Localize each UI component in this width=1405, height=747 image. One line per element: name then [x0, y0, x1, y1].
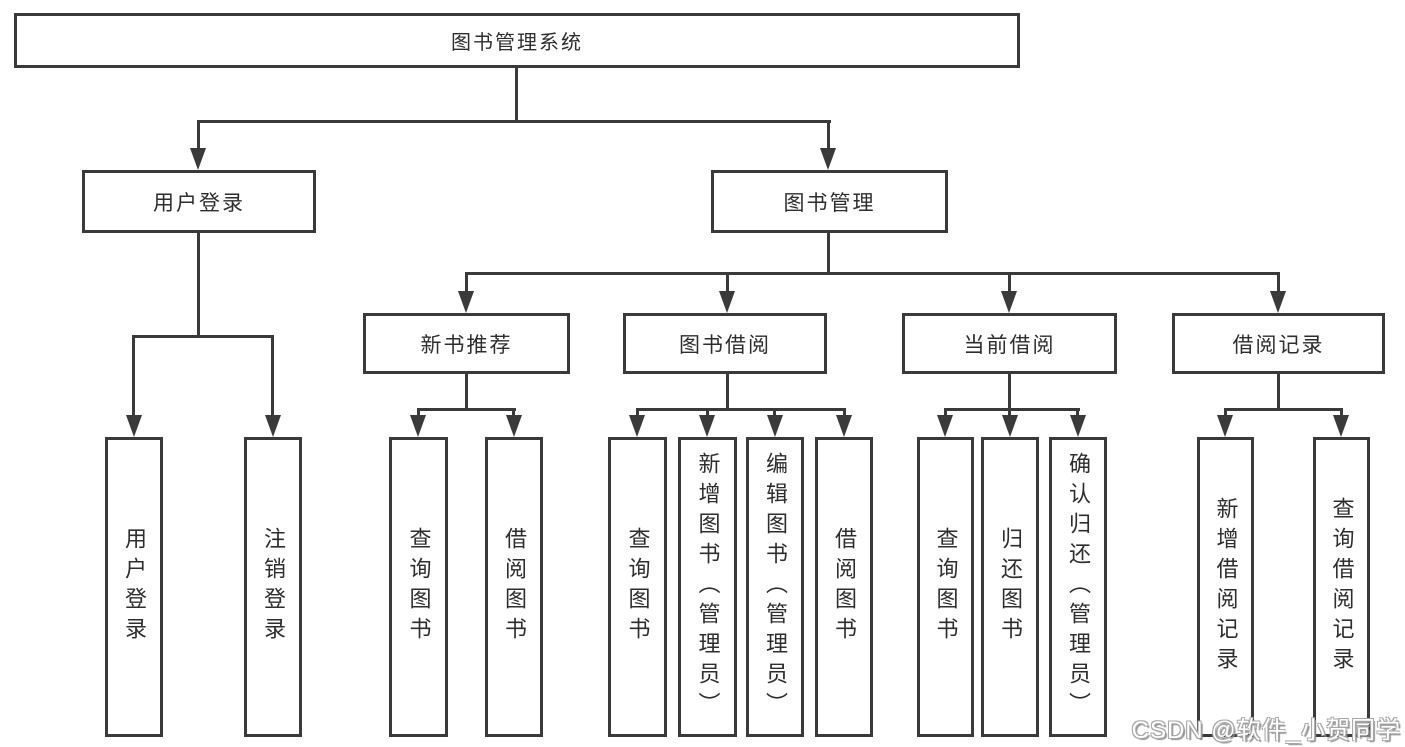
arrow-down-icon: [1270, 291, 1286, 313]
connector-drop-return-book: [1008, 408, 1011, 418]
arrow-down-icon: [410, 415, 426, 437]
connector-drop-query-book-1: [417, 408, 420, 418]
arrow-down-icon: [699, 415, 715, 437]
connector-current-borrow-rail: [944, 408, 1080, 411]
arrow-down-icon: [820, 148, 836, 170]
arrow-down-icon: [458, 291, 474, 313]
connector-drop-current-borrow: [1008, 272, 1011, 293]
arrow-down-icon: [1001, 291, 1017, 313]
node-user-login-label: 用户登录: [153, 191, 245, 215]
connector-user-login-stem: [197, 233, 200, 335]
node-borrow-record: 借阅记录: [1172, 313, 1385, 374]
connector-drop-borrow-book-1: [512, 408, 515, 418]
connector-drop-user-login: [197, 120, 200, 152]
leaf-query-book-2-label: 查询图书: [625, 527, 651, 647]
leaf-confirm-return-admin-label: 确认归还（管理员）: [1066, 452, 1091, 722]
leaf-return-book: 归还图书: [981, 437, 1039, 737]
leaf-user-login: 用户登录: [105, 437, 163, 737]
leaf-add-borrow-record-label: 新增借阅记录: [1213, 497, 1239, 677]
arrow-down-icon: [265, 415, 281, 437]
connector-drop-query-record: [1340, 408, 1343, 418]
node-borrow-record-label: 借阅记录: [1232, 333, 1325, 357]
arrow-down-icon: [190, 148, 206, 170]
leaf-query-borrow-record-label: 查询借阅记录: [1329, 497, 1355, 677]
node-book-management: 图书管理: [711, 170, 948, 233]
connector-borrow-record-rail: [1224, 408, 1343, 411]
leaf-query-book-1: 查询图书: [389, 437, 448, 737]
connector-drop-confirm-return: [1076, 408, 1079, 418]
leaf-query-book-3: 查询图书: [917, 437, 974, 737]
connector-drop-book-management: [827, 120, 830, 152]
node-root: 图书管理系统: [14, 13, 1020, 68]
connector-drop-book-borrow: [726, 272, 729, 293]
arrow-down-icon: [767, 415, 783, 437]
arrow-down-icon: [629, 415, 645, 437]
node-current-borrow-label: 当前借阅: [963, 333, 1056, 357]
leaf-query-book-1-label: 查询图书: [406, 527, 432, 647]
node-book-borrow: 图书借阅: [623, 313, 827, 374]
arrow-down-icon: [1333, 415, 1349, 437]
connector-drop-add-book: [706, 408, 709, 418]
connector-book-management-rail: [465, 272, 1280, 275]
leaf-add-book-admin: 新增图书（管理员）: [678, 437, 737, 737]
connector-root-rail: [197, 120, 831, 123]
arrow-down-icon: [719, 291, 735, 313]
connector-book-borrow-stem: [726, 374, 729, 408]
leaf-edit-book-admin-label: 编辑图书（管理员）: [763, 452, 788, 722]
connector-drop-add-record: [1224, 408, 1227, 418]
node-new-book-recommend-label: 新书推荐: [420, 333, 513, 357]
connector-book-borrow-rail: [636, 408, 846, 411]
leaf-logout: 注销登录: [244, 437, 302, 737]
connector-root-stem: [515, 68, 518, 120]
leaf-borrow-book-2: 借阅图书: [815, 437, 873, 737]
connector-drop-query-book-2: [636, 408, 639, 418]
node-book-borrow-label: 图书借阅: [679, 333, 771, 357]
node-new-book-recommend: 新书推荐: [363, 313, 570, 374]
connector-drop-edit-book: [773, 408, 776, 418]
connector-user-login-rail: [132, 335, 274, 338]
leaf-query-borrow-record: 查询借阅记录: [1313, 437, 1370, 737]
node-current-borrow: 当前借阅: [902, 313, 1117, 374]
leaf-return-book-label: 归还图书: [998, 527, 1023, 647]
connector-new-book-stem: [465, 374, 468, 408]
connector-drop-new-book-recommend: [465, 272, 468, 293]
arrow-down-icon: [506, 415, 522, 437]
connector-current-borrow-stem: [1008, 374, 1011, 408]
arrow-down-icon: [836, 415, 852, 437]
leaf-edit-book-admin: 编辑图书（管理员）: [746, 437, 804, 737]
leaf-confirm-return-admin: 确认归还（管理员）: [1049, 437, 1107, 737]
connector-book-management-stem: [827, 233, 830, 272]
connector-drop-leaf-user-login: [132, 335, 135, 417]
leaf-logout-label: 注销登录: [261, 527, 286, 647]
arrow-down-icon: [1217, 415, 1233, 437]
arrow-down-icon: [126, 415, 142, 437]
connector-drop-borrow-book-2: [843, 408, 846, 418]
connector-drop-query-book-3: [944, 408, 947, 418]
arrow-down-icon: [937, 415, 953, 437]
csdn-watermark: CSDN @软件_小贺同学: [1131, 717, 1401, 744]
node-book-management-label: 图书管理: [783, 191, 876, 215]
leaf-user-login-label: 用户登录: [122, 527, 147, 647]
connector-drop-leaf-logout: [271, 335, 274, 417]
arrow-down-icon: [1002, 415, 1018, 437]
leaf-borrow-book-2-label: 借阅图书: [832, 527, 857, 647]
node-user-login: 用户登录: [82, 170, 316, 233]
leaf-borrow-book-1-label: 借阅图书: [502, 527, 527, 647]
leaf-borrow-book-1: 借阅图书: [485, 437, 543, 737]
arrow-down-icon: [1070, 415, 1086, 437]
leaf-query-book-2: 查询图书: [608, 437, 667, 737]
leaf-query-book-3-label: 查询图书: [933, 527, 959, 647]
leaf-add-book-admin-label: 新增图书（管理员）: [695, 452, 721, 722]
connector-borrow-record-stem: [1277, 374, 1280, 408]
node-root-label: 图书管理系统: [451, 32, 583, 54]
leaf-add-borrow-record: 新增借阅记录: [1197, 437, 1254, 737]
connector-new-book-rail: [417, 408, 516, 411]
connector-drop-borrow-record: [1277, 272, 1280, 293]
